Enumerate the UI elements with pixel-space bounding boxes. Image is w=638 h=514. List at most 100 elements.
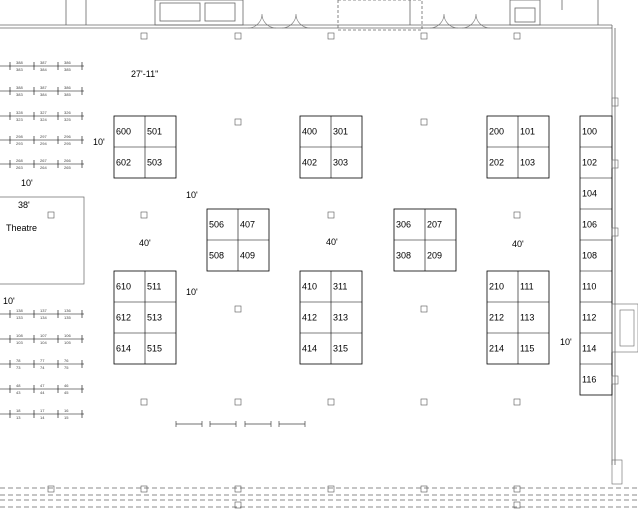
left-booth-number: 264 (40, 165, 47, 170)
booth-number[interactable]: 308 (396, 251, 411, 261)
right-fixtures (611, 97, 638, 485)
booth-number[interactable]: 414 (302, 344, 317, 354)
theatre-area: Theatre (0, 196, 85, 285)
booth-number[interactable]: 410 (302, 282, 317, 292)
booth-number[interactable]: 306 (396, 220, 411, 230)
left-booth-number: 137 (40, 308, 47, 313)
left-booth-number: 387 (40, 60, 47, 65)
booth-number[interactable]: 200 (489, 127, 504, 137)
booth-number[interactable]: 602 (116, 158, 131, 168)
left-booth-number: 328 (16, 110, 23, 115)
left-booth-number: 78 (16, 358, 21, 363)
dim-aisle-10b: 10' (186, 287, 198, 297)
booth-number[interactable]: 104 (582, 189, 597, 199)
left-booth-number: 325 (64, 117, 71, 122)
booth-number[interactable]: 503 (147, 158, 162, 168)
booth-number[interactable]: 207 (427, 220, 442, 230)
booth-number[interactable]: 600 (116, 127, 131, 137)
left-booth-number: 107 (40, 333, 47, 338)
left-booth-number: 323 (16, 117, 23, 122)
theatre-label: Theatre (6, 223, 37, 233)
booth-number[interactable]: 612 (116, 313, 131, 323)
left-booth-number: 77 (40, 358, 45, 363)
booth-number[interactable]: 614 (116, 344, 131, 354)
booth-number[interactable]: 212 (489, 313, 504, 323)
booth-number[interactable]: 610 (116, 282, 131, 292)
booth-number[interactable]: 111 (520, 282, 534, 292)
left-booth-number: 43 (16, 390, 21, 395)
booth-number[interactable]: 412 (302, 313, 317, 323)
column-markers (47, 32, 521, 509)
left-booth-number: 74 (40, 365, 45, 370)
booth-number[interactable]: 210 (489, 282, 504, 292)
left-booth-number: 108 (16, 333, 23, 338)
left-booth-number: 15 (64, 415, 69, 420)
booth-number[interactable]: 407 (240, 220, 255, 230)
left-booth-number: 18 (16, 408, 21, 413)
left-booth-number: 265 (64, 165, 71, 170)
booth-number[interactable]: 114 (582, 344, 596, 354)
left-booth-number: 138 (16, 308, 23, 313)
left-booth-number: 135 (64, 315, 71, 320)
booth-number[interactable]: 313 (333, 313, 348, 323)
booth-number[interactable]: 112 (582, 313, 596, 323)
booth-number[interactable]: 515 (147, 344, 162, 354)
left-booth-number: 17 (40, 408, 45, 413)
left-booth-number: 103 (16, 340, 23, 345)
booth-number[interactable]: 311 (333, 282, 347, 292)
booth-number[interactable]: 113 (520, 313, 534, 323)
island-mid-b: 306 207 308 209 (393, 208, 457, 272)
booth-number[interactable]: 508 (209, 251, 224, 261)
booth-islands: 600 501 602 503 400 301 402 303 200 101 202 103 506 4… (113, 115, 613, 396)
booth-number[interactable]: 106 (582, 220, 597, 230)
island-a-bot: 610 511 612 513 614 515 (113, 270, 177, 365)
left-booth-number: 44 (40, 390, 45, 395)
booth-number[interactable]: 501 (147, 127, 162, 137)
dim-right-10: 10' (560, 337, 572, 347)
booth-number[interactable]: 511 (147, 282, 161, 292)
booth-number[interactable]: 315 (333, 344, 348, 354)
booth-number[interactable]: 100 (582, 127, 597, 137)
left-booth-number: 384 (40, 67, 47, 72)
left-booth-number: 386 (64, 60, 71, 65)
booth-number[interactable]: 202 (489, 158, 504, 168)
left-booth-number: 133 (16, 315, 23, 320)
booth-number[interactable]: 101 (520, 127, 535, 137)
booth-number[interactable]: 513 (147, 313, 162, 323)
booth-number[interactable]: 402 (302, 158, 317, 168)
booth-number[interactable]: 103 (520, 158, 535, 168)
dim-top-left-10: 10' (93, 137, 105, 147)
booth-number[interactable]: 102 (582, 158, 597, 168)
left-booth-number: 387 (40, 85, 47, 90)
booth-number[interactable]: 110 (582, 282, 596, 292)
booth-number[interactable]: 301 (333, 127, 348, 137)
left-booth-number: 268 (16, 158, 23, 163)
door-swings (247, 13, 491, 29)
left-booth-number: 76 (64, 358, 69, 363)
booth-number[interactable]: 400 (302, 127, 317, 137)
booth-number[interactable]: 506 (209, 220, 224, 230)
left-booth-rows: 3883833873843863853883833873843863853283… (0, 60, 84, 420)
left-booth-number: 48 (16, 383, 21, 388)
left-booth-number: 46 (64, 383, 69, 388)
left-booth-number: 383 (16, 67, 23, 72)
left-booth-number: 383 (16, 92, 23, 97)
booth-number[interactable]: 409 (240, 251, 255, 261)
left-booth-number: 73 (16, 365, 21, 370)
left-booth-number: 293 (16, 141, 23, 146)
booth-number[interactable]: 303 (333, 158, 348, 168)
left-booth-number: 105 (64, 340, 71, 345)
left-booth-number: 327 (40, 110, 47, 115)
booth-number[interactable]: 214 (489, 344, 504, 354)
booth-number[interactable]: 108 (582, 251, 597, 261)
left-booth-number: 384 (40, 92, 47, 97)
booth-number[interactable]: 116 (582, 375, 596, 385)
booth-number[interactable]: 209 (427, 251, 442, 261)
booth-number[interactable]: 115 (520, 344, 534, 354)
left-booth-number: 106 (64, 333, 71, 338)
island-a-top: 600 501 602 503 (113, 115, 177, 179)
